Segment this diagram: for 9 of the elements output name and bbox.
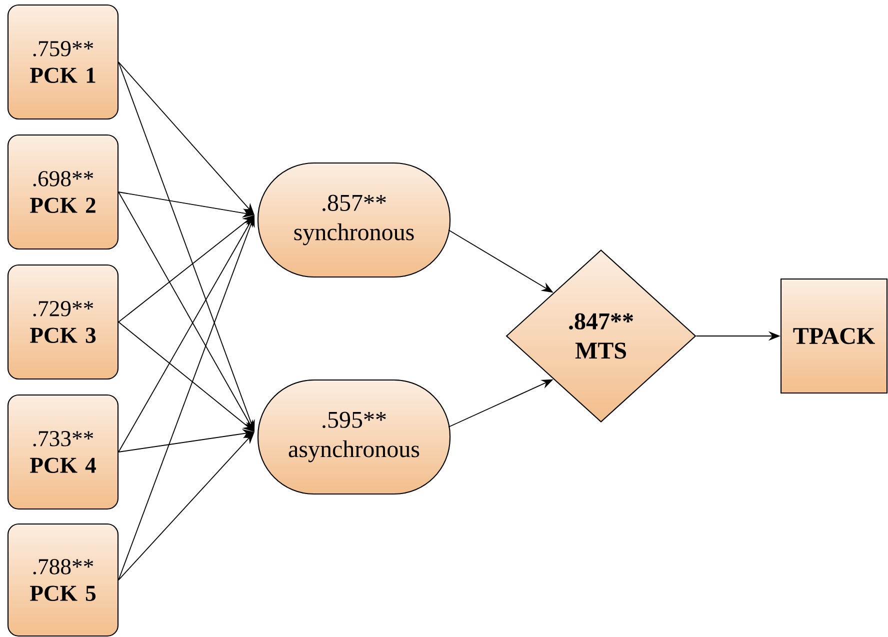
indicator-box: .759** PCK 1	[7, 4, 119, 120]
outcome-box: TPACK	[780, 278, 888, 394]
arrow	[118, 432, 254, 580]
indicator-box: .729** PCK 3	[7, 264, 119, 380]
indicator-box: .698** PCK 2	[7, 134, 119, 250]
indicator-box: .733** PCK 4	[7, 394, 119, 510]
mode-oval: .857** synchronous	[257, 162, 451, 278]
mode-oval: .595** asynchronous	[257, 379, 451, 495]
indicator-box: .788** PCK 5	[7, 523, 119, 637]
